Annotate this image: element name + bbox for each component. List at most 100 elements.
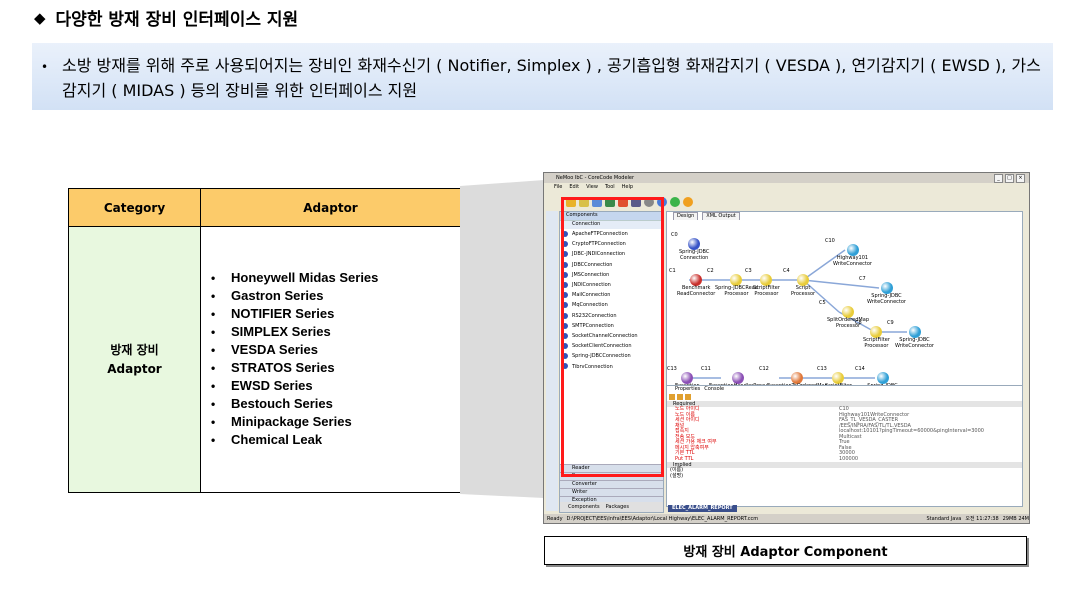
palette-item[interactable]: JMSConnection (560, 270, 663, 280)
menu-item[interactable]: Help (621, 184, 634, 190)
node-icon (870, 326, 883, 338)
status-ready: Ready (547, 515, 563, 522)
node-icon (732, 372, 744, 384)
palette-item[interactable]: ApacheFTPConnection (560, 229, 663, 239)
palette-item[interactable]: SMTPConnection (560, 321, 663, 331)
sort-icon[interactable] (669, 394, 675, 400)
tab-properties[interactable]: Properties (675, 386, 701, 392)
palette-item[interactable]: JDBCConnection (560, 260, 663, 270)
connection-icon (562, 292, 568, 299)
palette-item[interactable]: JNDIConnection (560, 280, 663, 290)
run-icon[interactable] (670, 197, 680, 207)
palette-item[interactable]: JDBC-JNDIConnection (560, 249, 663, 259)
open-icon[interactable] (579, 197, 589, 207)
table-header: Category Adaptor (69, 189, 460, 227)
connection-icon (562, 231, 568, 237)
filter-icon[interactable] (677, 394, 683, 400)
palette-title: Components (560, 212, 663, 220)
connection-icon (562, 353, 568, 360)
palette-item-label: Spring-JDBCConnection (572, 353, 631, 360)
diamond-icon: ◆ (34, 8, 46, 27)
flow-edge (802, 279, 840, 313)
tab-design[interactable]: Design (673, 212, 699, 220)
palette-side-tab[interactable] (546, 211, 558, 511)
paste-icon[interactable] (631, 197, 641, 207)
palette-item-label: JDBC-JNDIConnection (572, 251, 626, 258)
maximize-icon[interactable]: □ (1005, 174, 1014, 183)
node-label: Highway101 (836, 255, 869, 261)
palette-item[interactable]: SocketClientConnection (560, 341, 663, 351)
connection-icon (562, 363, 568, 370)
menu-item[interactable]: View (586, 184, 598, 190)
cut-icon[interactable] (605, 197, 615, 207)
new-icon[interactable] (566, 197, 576, 207)
node-icon (797, 274, 810, 286)
palette-item-label: MqConnection (572, 302, 608, 309)
close-icon[interactable]: × (1016, 174, 1025, 183)
settings-icon[interactable] (644, 197, 654, 207)
minimize-icon[interactable]: _ (994, 174, 1003, 183)
property-key: 접속지 (675, 428, 689, 434)
property-key: 세션 아이디 (675, 417, 700, 423)
palette-section[interactable]: Reader (560, 464, 663, 472)
node-id: C1 (669, 268, 676, 274)
menu-item[interactable]: File (554, 184, 563, 190)
tab-console[interactable]: Console (704, 386, 725, 392)
palette-section[interactable]: Converter (560, 480, 663, 488)
node-id: C4 (783, 268, 790, 274)
callout-wedge (460, 180, 544, 498)
expand-icon[interactable] (685, 394, 691, 400)
adaptor-item: Chemical Leak (209, 431, 378, 449)
adaptor-item: Gastron Series (209, 287, 378, 305)
palette-item-label: JDBCConnection (572, 261, 613, 268)
header-category: Category (69, 189, 201, 226)
tab-components[interactable]: Components (568, 504, 600, 510)
adaptor-table: Category Adaptor 방재 장비 Adaptor Honeywell… (68, 188, 461, 493)
node-label: ScriptFilter (753, 285, 780, 291)
palette-item[interactable]: SocketChannelConnection (560, 331, 663, 341)
palette-item[interactable]: Spring-JDBCConnection (560, 351, 663, 361)
palette-item[interactable]: CryptoFTPConnection (560, 239, 663, 249)
tab-xml-output[interactable]: XML Output (702, 212, 740, 220)
palette-section-connection[interactable]: Connection (560, 220, 663, 229)
palette-item[interactable]: MqConnection (560, 300, 663, 310)
save-icon[interactable] (592, 197, 602, 207)
menu-item[interactable]: Tool (604, 184, 615, 190)
palette-section[interactable]: Exception (560, 496, 663, 504)
palette-item[interactable]: MailConnection (560, 290, 663, 300)
node-id: C11 (701, 366, 711, 372)
adaptor-item: VESDA Series (209, 341, 378, 359)
adaptor-item: NOTIFIER Series (209, 305, 378, 323)
tab-packages[interactable]: Packages (605, 504, 629, 510)
palette-item[interactable]: TibrvConnection (560, 361, 663, 371)
section-heading: ◆ 다양한 방재 장비 인터페이스 지원 (34, 5, 298, 31)
copy-icon[interactable] (618, 197, 628, 207)
warning-icon[interactable] (683, 197, 693, 207)
file-tab[interactable]: ELEC_ALARM_REPORT (668, 505, 737, 512)
menu-item[interactable]: Edit (569, 184, 580, 190)
property-row[interactable]: 채널/EES/INFRA/FAS/TL/TL.VESDA (667, 423, 1022, 430)
palette-item[interactable]: RS232Connection (560, 311, 663, 321)
node-label: Benchmark (681, 285, 711, 291)
palette-section[interactable]: Writer (560, 488, 663, 496)
